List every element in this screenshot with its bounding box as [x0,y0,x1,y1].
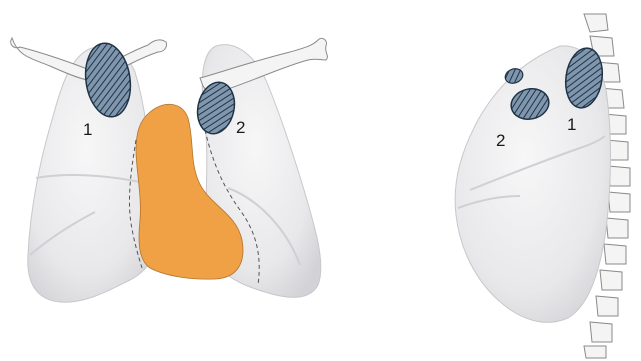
vertebra-icon [608,166,630,186]
vertebra-icon [590,322,612,342]
front-view: 1 2 [11,38,328,302]
vertebra-icon [600,270,622,290]
label-lateral-1: 1 [567,115,576,134]
label-front-2: 2 [236,118,245,137]
vertebra-icon [596,296,618,316]
label-lateral-2: 2 [496,131,505,150]
vertebra-icon [604,244,626,264]
lateral-view: 1 2 [455,14,630,358]
vertebra-icon [584,14,608,32]
vertebra-icon [606,218,628,238]
vertebra-icon [584,346,606,358]
vertebra-icon [608,192,630,212]
label-front-1: 1 [83,120,92,139]
